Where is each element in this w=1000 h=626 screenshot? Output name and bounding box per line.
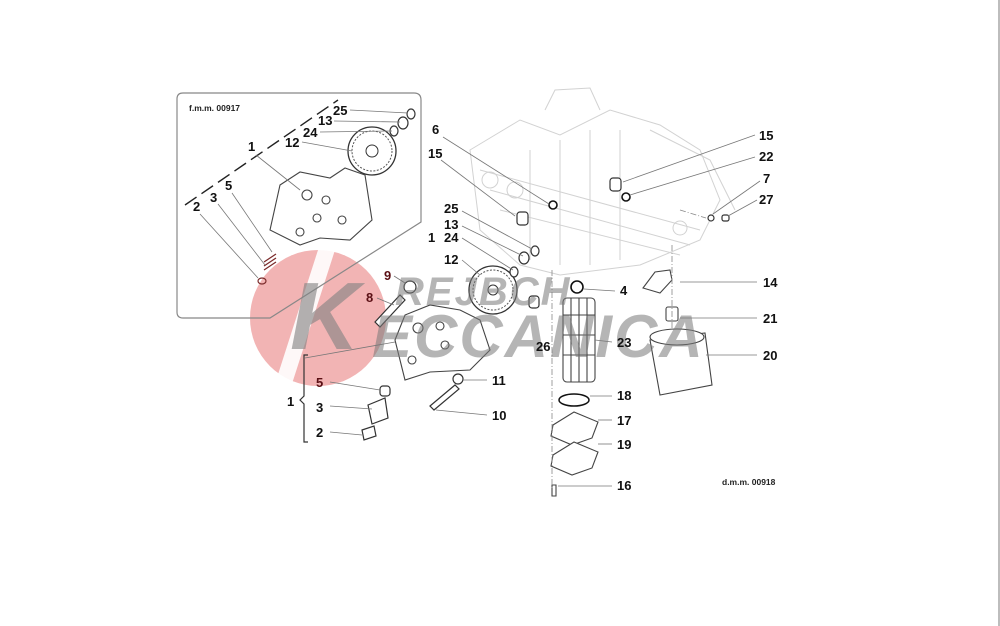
watermark-line1: REJBCH (395, 270, 572, 314)
callout-20: 20 (763, 348, 778, 363)
callout-11: 11 (492, 373, 506, 388)
main-drawing-code: d.m.m. 00918 (722, 477, 776, 487)
callout-25: 25 (444, 201, 459, 216)
callout-13-inset: 13 (318, 113, 333, 128)
callout-3: 3 (316, 400, 324, 415)
callout-15-right: 15 (759, 128, 774, 143)
callout-27: 27 (759, 192, 774, 207)
callout-1-upper: 1 (428, 230, 436, 245)
callout-1-lower: 1 (287, 394, 295, 409)
callout-26: 26 (536, 339, 551, 354)
callout-24-inset: 24 (303, 125, 318, 140)
inset-pump (269, 167, 373, 246)
callout-2: 2 (316, 425, 324, 440)
watermark-k: K (290, 263, 362, 370)
leader-lines (199, 109, 761, 487)
assembly-bracket (299, 354, 308, 443)
callout-21: 21 (763, 311, 778, 326)
callout-10: 10 (492, 408, 507, 423)
callout-7: 7 (763, 171, 771, 186)
callout-22: 22 (759, 149, 774, 164)
watermark-line2: ECCANICA (372, 303, 705, 370)
callout-4: 4 (620, 283, 628, 298)
callout-2-inset: 2 (193, 199, 201, 214)
inset-drawing-code: f.m.m. 00917 (189, 103, 241, 113)
inset-frame (176, 92, 422, 319)
crankcase-outline (469, 87, 736, 276)
callout-18: 18 (617, 388, 632, 403)
callout-6: 6 (432, 122, 440, 137)
main-gear (468, 265, 518, 315)
callout-25-inset: 25 (333, 103, 348, 118)
callout-13: 13 (444, 217, 459, 232)
callout-24: 24 (444, 230, 459, 245)
callout-5: 5 (316, 375, 324, 390)
inset-gear (347, 126, 397, 176)
callout-12: 12 (444, 252, 459, 267)
page-edge-divider (998, 0, 1000, 626)
callout-5-inset: 5 (225, 178, 233, 193)
callout-23: 23 (617, 335, 632, 350)
oil-filter (642, 269, 713, 396)
callout-12-inset: 12 (285, 135, 300, 150)
callout-16: 16 (617, 478, 632, 493)
callout-1-inset: 1 (248, 139, 256, 154)
callout-17: 17 (617, 413, 632, 428)
watermark-circle (250, 250, 386, 386)
callout-9: 9 (384, 268, 392, 283)
callout-15-left: 15 (428, 146, 443, 161)
oil-strainer (550, 280, 599, 497)
callout-19: 19 (617, 437, 632, 452)
main-pump (394, 304, 491, 381)
callout-8: 8 (366, 290, 374, 305)
callout-14: 14 (763, 275, 778, 290)
callout-3-inset: 3 (210, 190, 218, 205)
